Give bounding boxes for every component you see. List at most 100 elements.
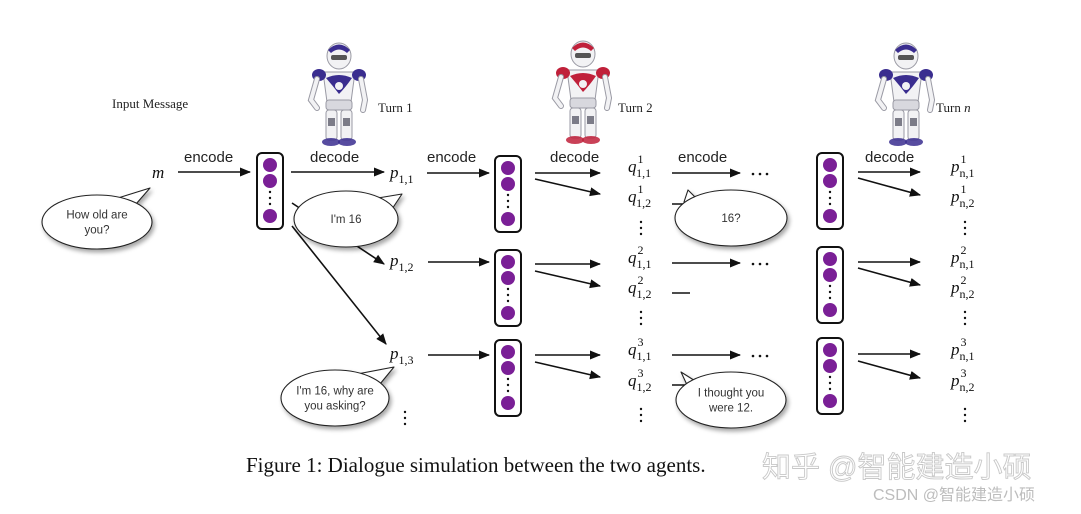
arrow-decode-p13	[291, 225, 387, 345]
arrow-decode-q-branch3	[534, 361, 602, 380]
ellipsis-dot	[828, 196, 832, 200]
robot-agent-2-turn-2	[551, 40, 613, 144]
csdn-watermark: CSDN @智能建造小硕	[873, 486, 1035, 504]
arrow-decode-q-branch1	[534, 178, 602, 197]
turn1-output-1-3: p1,3	[389, 344, 414, 367]
ellipsis-dot	[506, 205, 510, 209]
decode-edge-label: decode	[310, 149, 359, 166]
ellipsis-dot	[828, 387, 832, 391]
bubble-text: I'm 16	[331, 214, 362, 226]
bubble-body	[675, 371, 787, 429]
vertical-ellipsis	[639, 220, 643, 236]
horizontal-ellipsis	[751, 354, 769, 358]
ellipsis-dot	[268, 190, 272, 194]
bubble-line: you?	[85, 225, 110, 237]
neuron-node	[501, 396, 515, 410]
neuron-node	[823, 252, 837, 266]
vertical-ellipsis	[963, 407, 967, 423]
neuron-node	[501, 271, 515, 285]
vertical-ellipsis	[639, 310, 643, 326]
neuron-node	[823, 303, 837, 317]
speech-bubble-q11	[674, 189, 788, 247]
robot-agent-1-turn-1	[307, 42, 369, 146]
encoder-turnn-branch1	[816, 152, 844, 230]
input-message-label: Input Message	[112, 96, 188, 111]
bubble-text: How old are you?	[66, 210, 127, 237]
encoder-turn2-branch3	[494, 339, 522, 417]
figure-caption: Figure 1: Dialogue simulation between th…	[246, 453, 706, 477]
turn1-output-1-2: p1,2	[389, 251, 414, 274]
ellipsis-dot	[506, 299, 510, 303]
encoder-turnn-branch2	[816, 246, 844, 324]
neuron-node	[823, 209, 837, 223]
ellipsis-dot	[828, 290, 832, 294]
ellipsis-dot	[506, 287, 510, 291]
input-message-variable: m	[152, 163, 164, 182]
encoder-turnn-branch3	[816, 337, 844, 415]
bubble-line: I'm 16	[331, 214, 362, 226]
ellipsis-dot	[506, 389, 510, 393]
robot-agent-1-turn-n	[874, 42, 936, 146]
neuron-node	[263, 158, 277, 172]
encoder-turn1	[256, 152, 284, 230]
ellipsis-dot	[506, 193, 510, 197]
speech-bubble-p11	[293, 190, 403, 248]
ellipsis-dot	[506, 383, 510, 387]
bubble-line: I'm 16, why are	[296, 386, 374, 398]
speech-bubble-input	[41, 187, 153, 250]
neuron-node	[823, 268, 837, 282]
arrow-decode-pn-branch1	[857, 177, 922, 197]
encode-edge-label: encode	[678, 149, 727, 166]
ellipsis-dot	[828, 296, 832, 300]
bubble-line: 16?	[721, 213, 740, 225]
ellipsis-dot	[828, 284, 832, 288]
ellipsis-dot	[828, 375, 832, 379]
bubble-text: 16?	[721, 213, 740, 225]
encode-edge-label: encode	[427, 149, 476, 166]
neuron-node	[823, 174, 837, 188]
arrow-decode-pn-branch2	[857, 267, 922, 287]
bubble-body	[293, 190, 399, 248]
speech-bubble-q31	[675, 371, 787, 429]
neuron-node	[263, 174, 277, 188]
neuron-node	[823, 343, 837, 357]
vertical-ellipsis	[639, 407, 643, 423]
turn1-output-1-1: p1,1	[389, 163, 414, 186]
arrow-decode-pn-branch3	[857, 360, 922, 380]
bubble-line: were 12.	[708, 403, 753, 415]
encoder-turn2-branch1	[494, 155, 522, 233]
encoder-turn2-branch2	[494, 249, 522, 327]
neuron-node	[501, 255, 515, 269]
neuron-node	[501, 212, 515, 226]
decode-edge-label: decode	[865, 149, 914, 166]
zhihu-watermark: 知乎 @智能建造小硕	[762, 451, 1032, 484]
vertical-ellipsis	[963, 310, 967, 326]
ellipsis-dot	[268, 196, 272, 200]
ellipsis-dot	[268, 202, 272, 206]
ellipsis-dot	[506, 293, 510, 297]
vertical-ellipsis	[403, 410, 407, 426]
ellipsis-dot	[828, 381, 832, 385]
turn-label: Turn 2	[618, 100, 653, 115]
neuron-node	[501, 306, 515, 320]
bubble-body	[280, 369, 390, 427]
horizontal-ellipsis	[751, 172, 769, 176]
speech-bubble-p13	[280, 366, 395, 427]
neuron-node	[823, 359, 837, 373]
horizontal-ellipsis	[751, 262, 769, 266]
bubble-line: How old are	[66, 210, 127, 222]
turn-label: Turn 1	[378, 100, 413, 115]
